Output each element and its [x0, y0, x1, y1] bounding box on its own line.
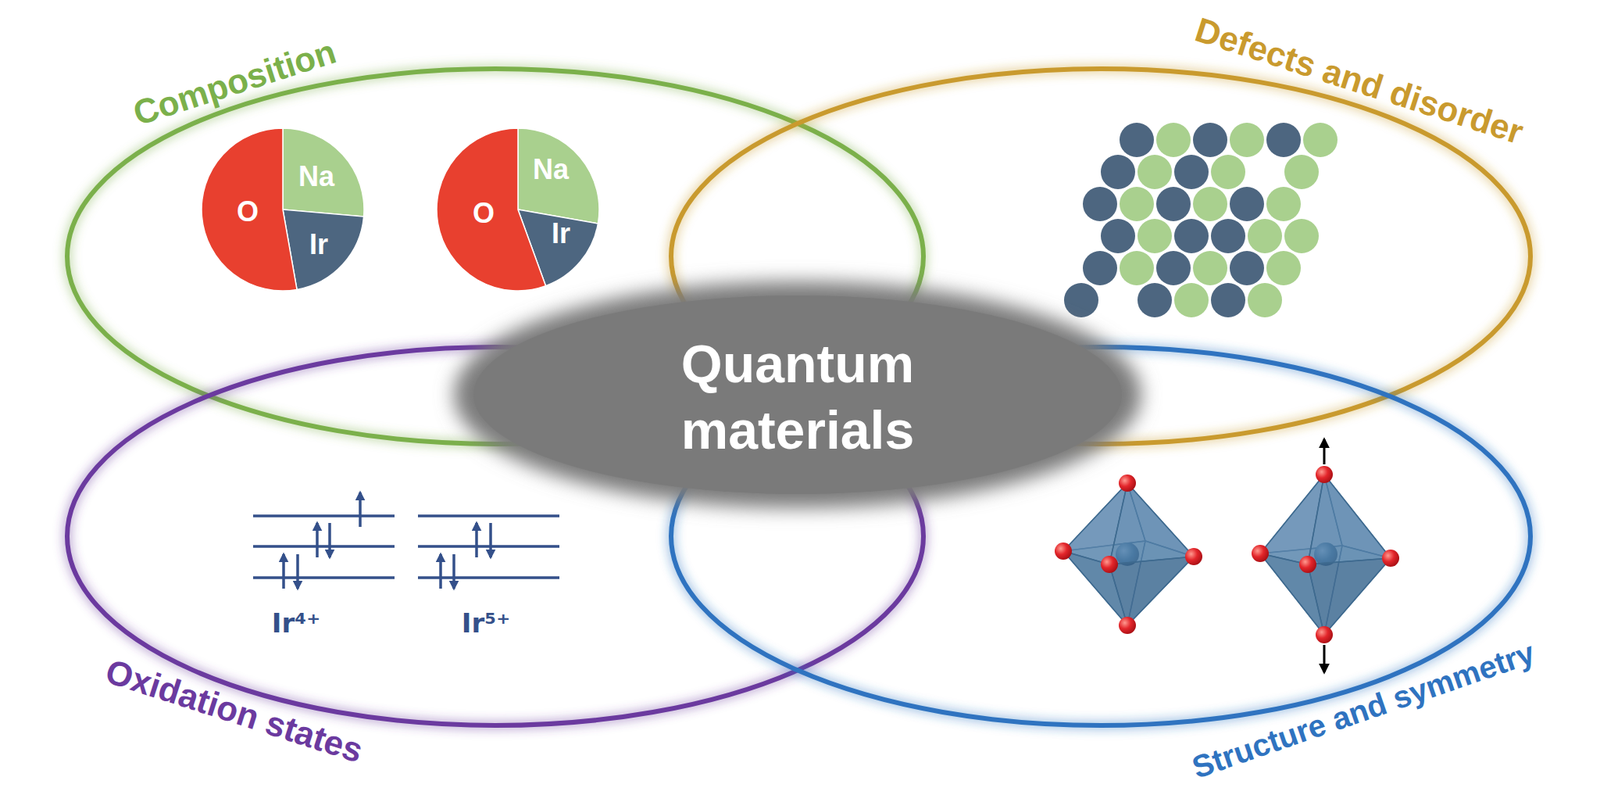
energy-levels	[253, 492, 560, 589]
spin-arrow	[452, 553, 456, 589]
illustration-part	[1323, 439, 1326, 465]
pie-chart	[436, 128, 600, 291]
illustration-part	[1118, 616, 1136, 634]
lattice-atom	[1156, 186, 1191, 222]
spin-arrow	[328, 522, 332, 558]
lattice-atom	[1192, 122, 1228, 158]
spin-arrow	[282, 553, 286, 589]
illustration-part	[1315, 465, 1333, 483]
lattice-atom	[1119, 250, 1154, 286]
element-label: O	[236, 193, 259, 229]
energy-level	[417, 544, 560, 548]
lattice-atom	[1156, 122, 1191, 158]
ion-label: Ir⁴⁺	[271, 606, 321, 640]
spin-arrow	[475, 522, 479, 558]
lattice-atom	[1082, 186, 1118, 222]
lattice-atom	[1210, 154, 1246, 190]
illustration-part	[1299, 555, 1317, 573]
atom-lattice	[1064, 122, 1338, 318]
illustration-part	[1109, 556, 1194, 625]
illustration-part	[1054, 542, 1072, 560]
region-outline	[435, 262, 1161, 527]
pie-chart	[201, 128, 365, 291]
lattice-atom	[1247, 218, 1283, 254]
lattice-atom	[1303, 122, 1338, 158]
lattice-atom	[1119, 186, 1154, 222]
element-label: O	[472, 195, 495, 231]
illustration-part	[1100, 555, 1118, 573]
lattice-atom	[1137, 154, 1172, 190]
lattice-atom	[1174, 218, 1209, 254]
element-label: Ir	[309, 226, 329, 262]
spin-arrow	[358, 492, 362, 527]
illustration-part	[1307, 474, 1391, 565]
center-title: Quantum materials	[625, 330, 970, 464]
lattice-atom	[1229, 186, 1265, 222]
lattice-atom	[1247, 282, 1283, 318]
central-blob: Quantum materials	[435, 262, 1161, 527]
lattice-atom	[1266, 250, 1301, 286]
lattice-atom	[1137, 218, 1172, 254]
lattice-atom	[1192, 186, 1228, 222]
spin-arrow	[296, 553, 300, 589]
blob-fill	[453, 281, 1142, 508]
lattice-atom	[1284, 154, 1319, 190]
element-label: Na	[298, 158, 335, 194]
lattice-atom	[1156, 250, 1191, 286]
lattice-atom	[1266, 122, 1301, 158]
lattice-atom	[1119, 122, 1154, 158]
spin-arrow	[439, 553, 443, 589]
lattice-atom	[1100, 218, 1136, 254]
lattice-atom	[1174, 282, 1209, 318]
lattice-atom	[1192, 250, 1228, 286]
lattice-atom	[1266, 186, 1301, 222]
illustration-part	[1382, 549, 1400, 567]
energy-level	[253, 575, 395, 579]
energy-level	[253, 514, 395, 518]
composition-pies	[201, 128, 600, 291]
illustration-part	[1307, 557, 1391, 635]
lattice-atom	[1284, 218, 1319, 254]
spin-arrow	[489, 522, 493, 558]
illustration-part	[1109, 482, 1194, 565]
elongated-octahedron	[1251, 439, 1400, 672]
illustration-part	[1185, 547, 1203, 565]
lattice-atom	[1210, 218, 1246, 254]
lattice-atom	[1064, 282, 1099, 318]
pie-slice	[517, 128, 600, 224]
element-label: Na	[532, 151, 569, 187]
blob-core	[473, 295, 1122, 494]
energy-level	[417, 575, 560, 579]
pie-slice	[282, 128, 365, 217]
lattice-atom	[1137, 282, 1172, 318]
lattice-atom	[1174, 154, 1209, 190]
illustration-part	[1251, 544, 1269, 562]
lattice-atom	[1229, 250, 1265, 286]
illustration-part	[1118, 474, 1136, 492]
element-label: Ir	[551, 215, 571, 251]
illustration-part	[1323, 644, 1326, 672]
lattice-atom	[1210, 282, 1246, 318]
lattice-atom	[1229, 122, 1265, 158]
lattice-atom	[1100, 154, 1136, 190]
octahedron	[1054, 474, 1203, 634]
spin-arrow	[315, 522, 319, 558]
energy-level	[417, 514, 560, 518]
lattice-atom	[1082, 250, 1118, 286]
energy-level	[253, 544, 395, 548]
pie-slice	[201, 128, 297, 291]
pie-slice	[436, 128, 547, 291]
ion-label: Ir⁵⁺	[461, 606, 511, 640]
illustration-part	[1315, 625, 1333, 643]
